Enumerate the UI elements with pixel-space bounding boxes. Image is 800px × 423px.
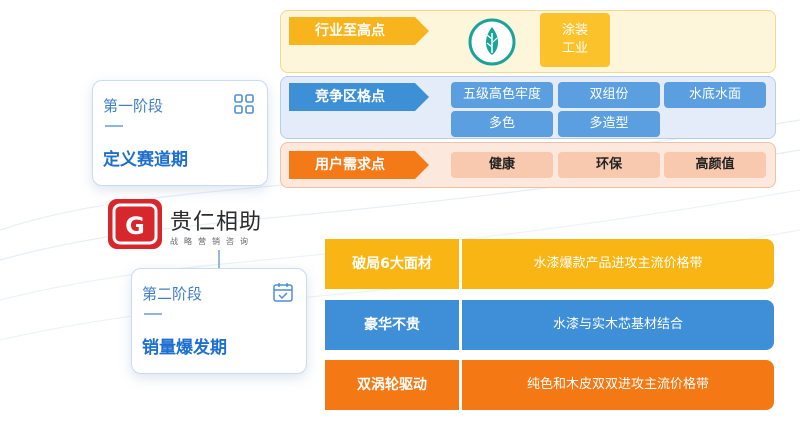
coating-industry-line2: 工业: [561, 41, 588, 56]
breakthrough-label: 豪华不贵: [325, 300, 459, 350]
breakthrough-label: 破局6大面材: [325, 239, 459, 289]
stage-one-card: 第一阶段 定义赛道期: [92, 80, 268, 186]
logo-mark-letter: G: [125, 212, 145, 240]
association-emblem-icon: [468, 18, 516, 66]
breakthrough-detail: 纯色和木皮双双进攻主流价格带: [462, 360, 774, 410]
stage-connector: [218, 250, 220, 270]
competition-row: 竞争区格点 五级高色牢度 双组份 水底水面 多色 多造型: [280, 76, 776, 139]
breakthrough-label: 双涡轮驱动: [325, 360, 459, 410]
coating-industry-line1: 涂装: [561, 23, 588, 38]
grid-icon: [234, 94, 254, 114]
user-need-chip: 健康: [451, 152, 553, 178]
user-needs-row: 用户需求点 健康 环保 高颜值: [280, 142, 776, 188]
competition-chip: 五级高色牢度: [451, 82, 553, 108]
competition-tag: 竞争区格点: [289, 83, 429, 111]
stage-one-divider: [105, 125, 123, 127]
stage-two-card: 第二阶段 销量爆发期: [131, 268, 307, 374]
company-tagline: 战略营销咨询: [170, 237, 254, 246]
user-need-chip: 环保: [558, 152, 660, 178]
company-logo-icon: G: [108, 199, 162, 249]
industry-row: 行业至高点 涂装 工业: [280, 10, 776, 73]
competition-chip: 多造型: [558, 111, 660, 137]
company-name: 贵仁相助: [170, 210, 263, 235]
user-need-chip: 高颜值: [664, 152, 766, 178]
stage-one-label: 第一阶段: [103, 97, 164, 115]
competition-chip: 双组份: [558, 82, 660, 108]
breakthrough-detail: 水漆与实木芯基材结合: [462, 300, 774, 350]
calendar-check-icon: [273, 283, 293, 302]
breakthrough-detail: 水漆爆款产品进攻主流价格带: [462, 239, 774, 289]
stage-two-title: 销量爆发期: [142, 338, 227, 358]
stage-one-title: 定义赛道期: [103, 150, 188, 170]
competition-chip: 水底水面: [664, 82, 766, 108]
user-needs-tag: 用户需求点: [289, 151, 429, 179]
competition-chip: 多色: [451, 111, 553, 137]
stage-two-divider: [144, 313, 162, 315]
industry-tag: 行业至高点: [289, 17, 429, 45]
coating-industry-badge: 涂装 工业: [540, 13, 610, 67]
stage-two-label: 第二阶段: [142, 285, 203, 303]
